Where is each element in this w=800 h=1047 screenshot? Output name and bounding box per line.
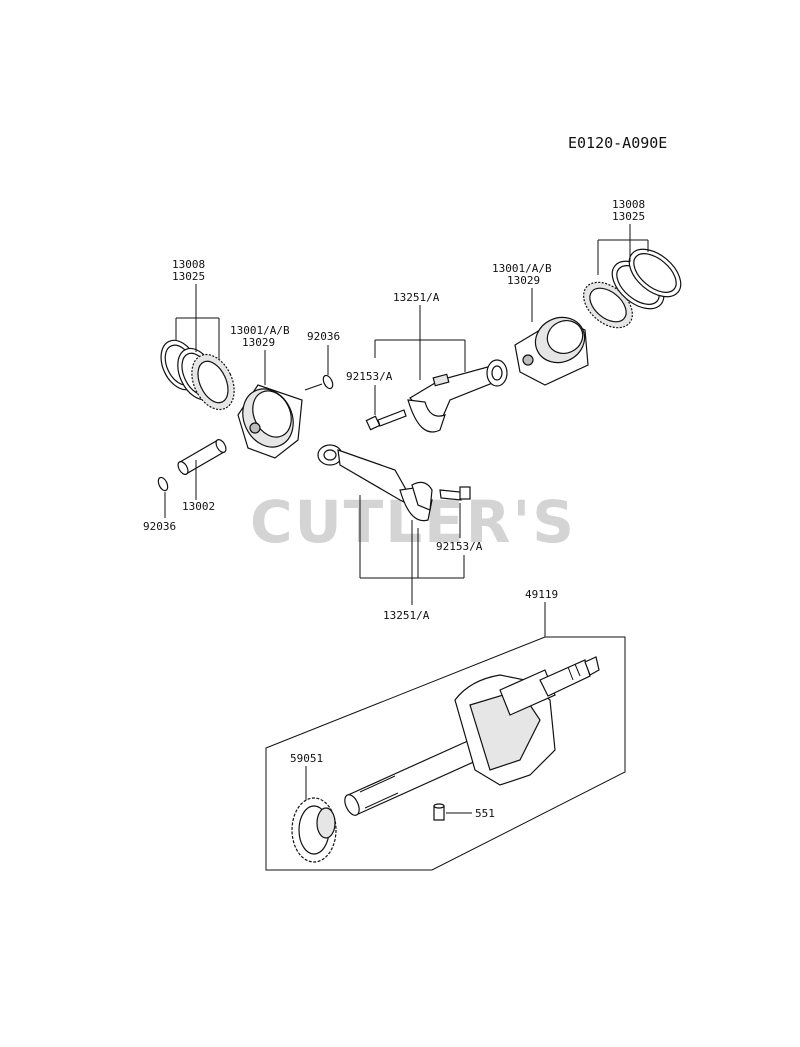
clip-lower-left	[157, 476, 169, 492]
piston-rings-right	[583, 248, 682, 329]
crankshaft	[344, 656, 600, 816]
bolt-upper	[365, 409, 407, 431]
piston-left	[237, 384, 303, 459]
woodruff-key	[433, 803, 445, 821]
label-rings-right-a: 13008	[612, 198, 645, 211]
clip-upper-left	[322, 374, 334, 390]
leader-rod-top	[374, 305, 466, 380]
label-rings-right-b: 13025	[612, 210, 645, 223]
leader-rings-right	[597, 224, 649, 275]
bolt-lower	[439, 486, 471, 501]
diagram-code: E0120-A090E	[568, 134, 667, 152]
piston-rings-left	[160, 339, 235, 411]
connecting-rod-lower	[317, 444, 433, 522]
label-crankshaft: 49119	[525, 588, 558, 601]
label-piston-right-a: 13001/A/B	[492, 262, 552, 275]
leader-rod-bottom	[359, 495, 465, 605]
label-gear: 59051	[290, 752, 323, 765]
piston-right	[514, 316, 589, 386]
label-pin: 13002	[182, 500, 215, 513]
connecting-rod-upper	[407, 359, 508, 433]
label-bolt-lower: 92153/A	[436, 540, 483, 553]
label-piston-right-b: 13029	[507, 274, 540, 287]
label-clip-upper-left: 92036	[307, 330, 340, 343]
piston-pin	[177, 439, 227, 475]
label-key: 551	[475, 807, 495, 820]
timing-gear	[291, 797, 337, 863]
label-rings-left-b: 13025	[172, 270, 205, 283]
label-piston-left-b: 13029	[242, 336, 275, 349]
label-rings-left-a: 13008	[172, 258, 205, 271]
leader-clip-upper-left	[304, 345, 329, 391]
label-bolt-upper: 92153/A	[346, 370, 393, 383]
label-piston-left-a: 13001/A/B	[230, 324, 290, 337]
label-rod-top: 13251/A	[393, 291, 440, 304]
label-rod-bottom: 13251/A	[383, 609, 430, 622]
leader-rings-left	[175, 284, 220, 360]
label-clip-lower-left: 92036	[143, 520, 176, 533]
